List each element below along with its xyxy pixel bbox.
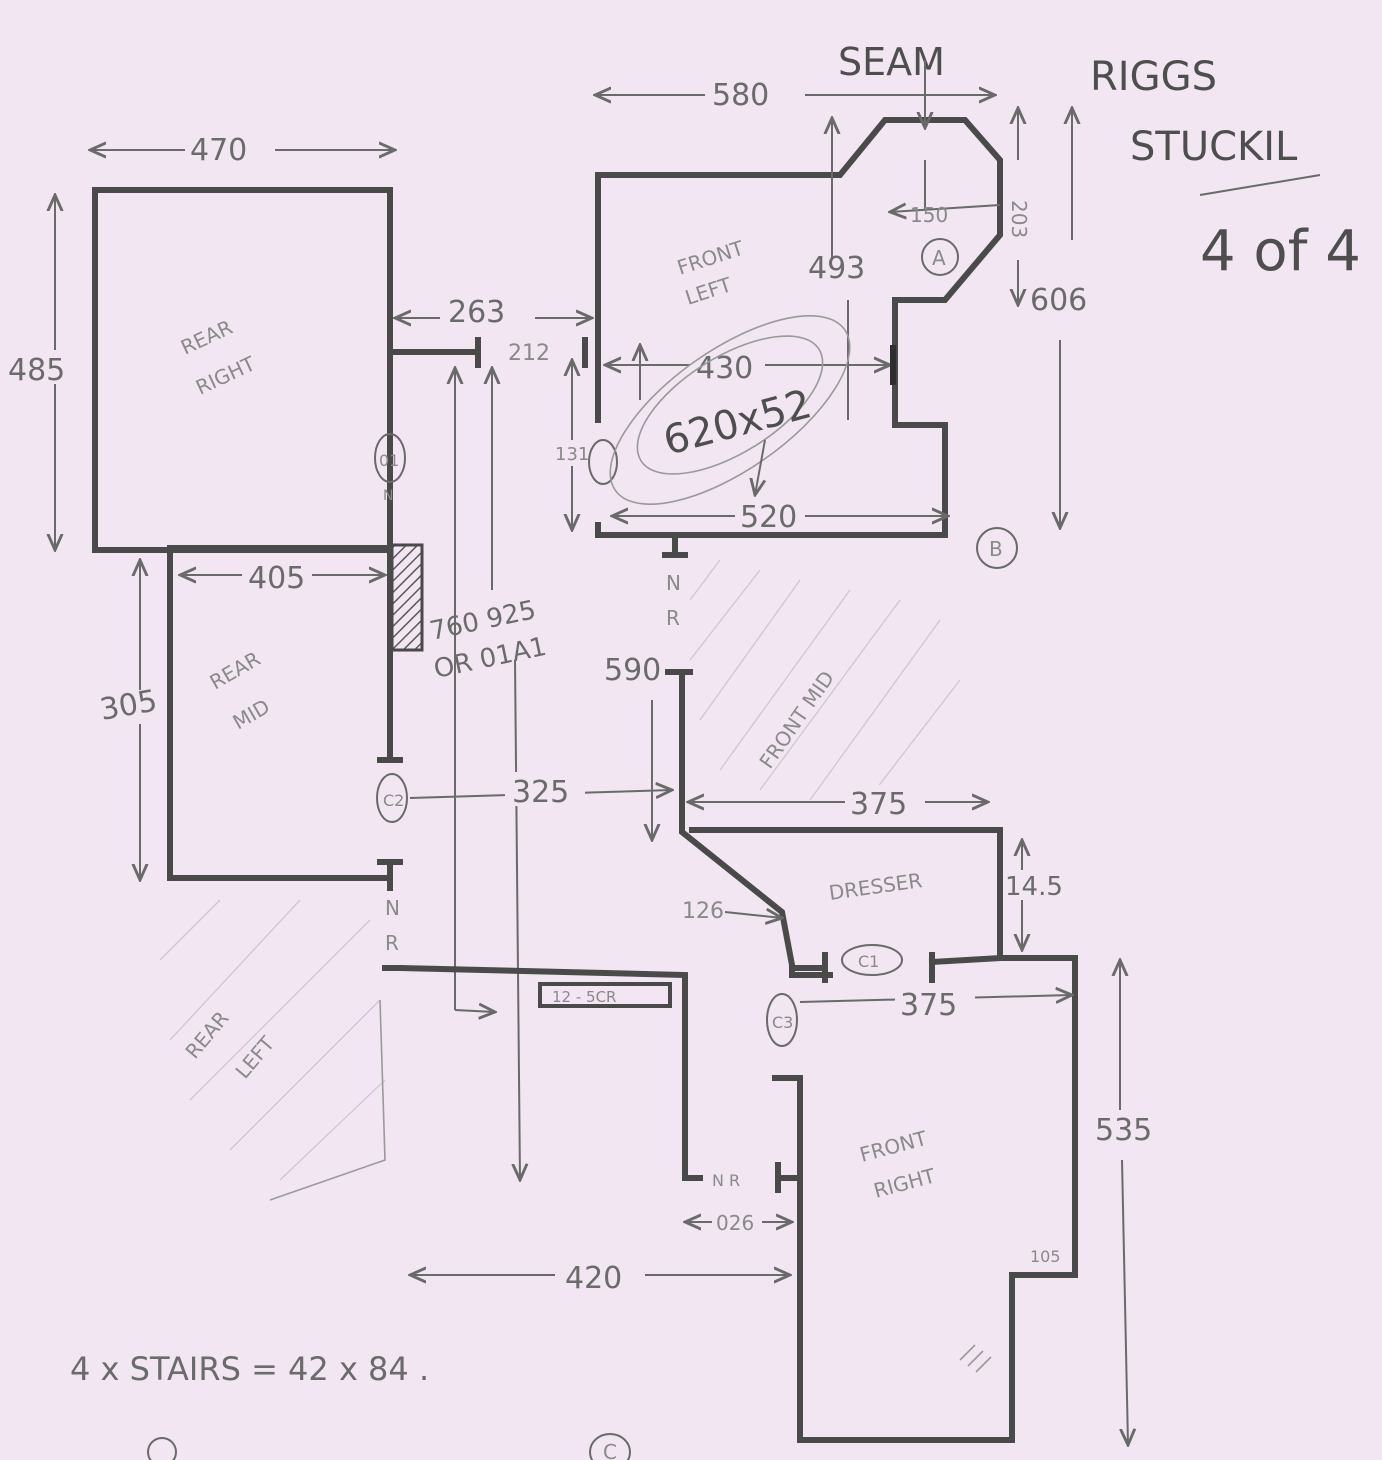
title-line2: STUCKIL [1130,124,1298,170]
dim-145: 14.5 [1005,872,1063,902]
dim-375-bottom: 375 [900,988,957,1023]
page-count: 4 of 4 [1200,219,1361,284]
marker-c3-text: C3 [772,1013,793,1032]
rear-left-label-2: LEFT [230,1031,279,1083]
marker-n-rear-left: N [385,896,400,920]
marker-c[interactable] [589,1433,631,1460]
marker-c-text: C [603,1440,617,1460]
dim-420: 420 [565,1261,622,1296]
front-right-label-2: RIGHT [871,1163,938,1203]
dim-325: 325 [512,775,569,810]
dim-212: 212 [508,341,550,366]
rear-mid-label-2: MID [229,694,274,734]
dim-203: 203 [1007,200,1031,238]
marker-r-front: R [666,606,680,630]
dim-520: 520 [740,500,797,535]
marker-01-text: 01 [379,451,399,470]
marker-c2-front-left[interactable] [588,439,618,485]
dim-105: 105 [1030,1247,1061,1266]
marker-r-rear-left: R [385,931,399,955]
front-right-walls [772,1075,1078,1443]
front-left-label-1: FRONT [674,236,747,280]
rear-mid-cabinet [390,543,424,652]
dim-430: 430 [696,351,753,386]
dim-126: 126 [682,899,724,924]
dim-line-535-bottom [1122,1159,1128,1445]
dim-026: 026 [716,1211,754,1235]
rear-right-label-1: REAR [177,315,236,360]
dresser-label: DRESSER [827,868,923,905]
dim-590: 590 [604,653,661,688]
rear-mid-walls [167,545,393,881]
marker-01[interactable] [374,433,406,483]
marker-c2-text: C2 [383,791,404,810]
rear-right-label-2: RIGHT [192,351,260,400]
marker-b[interactable] [976,527,1018,569]
dim-front-left-width: 580 [712,78,769,113]
step-box [538,982,672,1008]
marker-a-text: A [932,246,946,270]
front-right-label-1: FRONT [857,1126,930,1167]
title-underline [1199,174,1321,196]
dim-rear-right-width: 470 [190,133,247,168]
marker-b-text: B [989,537,1003,561]
dim-263: 263 [448,295,505,330]
room-rear-right: REAR RIGHT [92,187,393,553]
dim-150: 150 [910,203,948,227]
seam-label: SEAM [838,40,945,84]
rear-left-walls [382,965,688,1181]
dim-606: 606 [1030,283,1087,318]
bottom-cutoff-row: C [147,1433,631,1460]
marker-n-rear-right: N [383,488,393,504]
dim-rear-mid-width: 405 [248,561,305,596]
oval-note: 620x52 [659,381,817,464]
nr-note: N R [712,1171,740,1190]
front-left-label-2: LEFT [682,272,735,310]
step-note: 12 - 5CR [552,988,616,1006]
rear-left-shading [159,899,386,1201]
rear-left-label-1: REAR [180,1006,233,1063]
marker-c1-text: C1 [858,952,879,971]
dim-rear-right-height: 485 [8,353,65,388]
room-rear-mid: REAR MID [167,543,424,881]
marker-c2-rear-mid[interactable] [376,773,408,823]
dim-375-top: 375 [850,787,907,822]
title-line1: RIGGS [1090,54,1217,100]
dim-131: 131 [555,444,589,465]
dim-493: 493 [808,251,865,286]
stairs-note: 4 x STAIRS = 42 x 84 . [70,1350,429,1388]
marker-a[interactable] [921,238,959,276]
rear-mid-label-1: REAR [206,646,265,694]
marker-c4[interactable] [147,1437,177,1460]
room-front-right: FRONT RIGHT 105 [772,1075,1078,1443]
front-mid-walls [679,669,833,978]
oval-note-ring [609,315,851,505]
sheet-title: RIGGS STUCKIL 4 of 4 [1090,54,1361,284]
marker-n-front: N [666,571,681,595]
marker-c1[interactable] [841,944,903,976]
front-mid-label: FRONT MID [754,666,839,773]
marker-c3[interactable] [766,993,798,1047]
dim-535: 535 [1095,1113,1152,1148]
dim-line-150 [890,205,1001,212]
